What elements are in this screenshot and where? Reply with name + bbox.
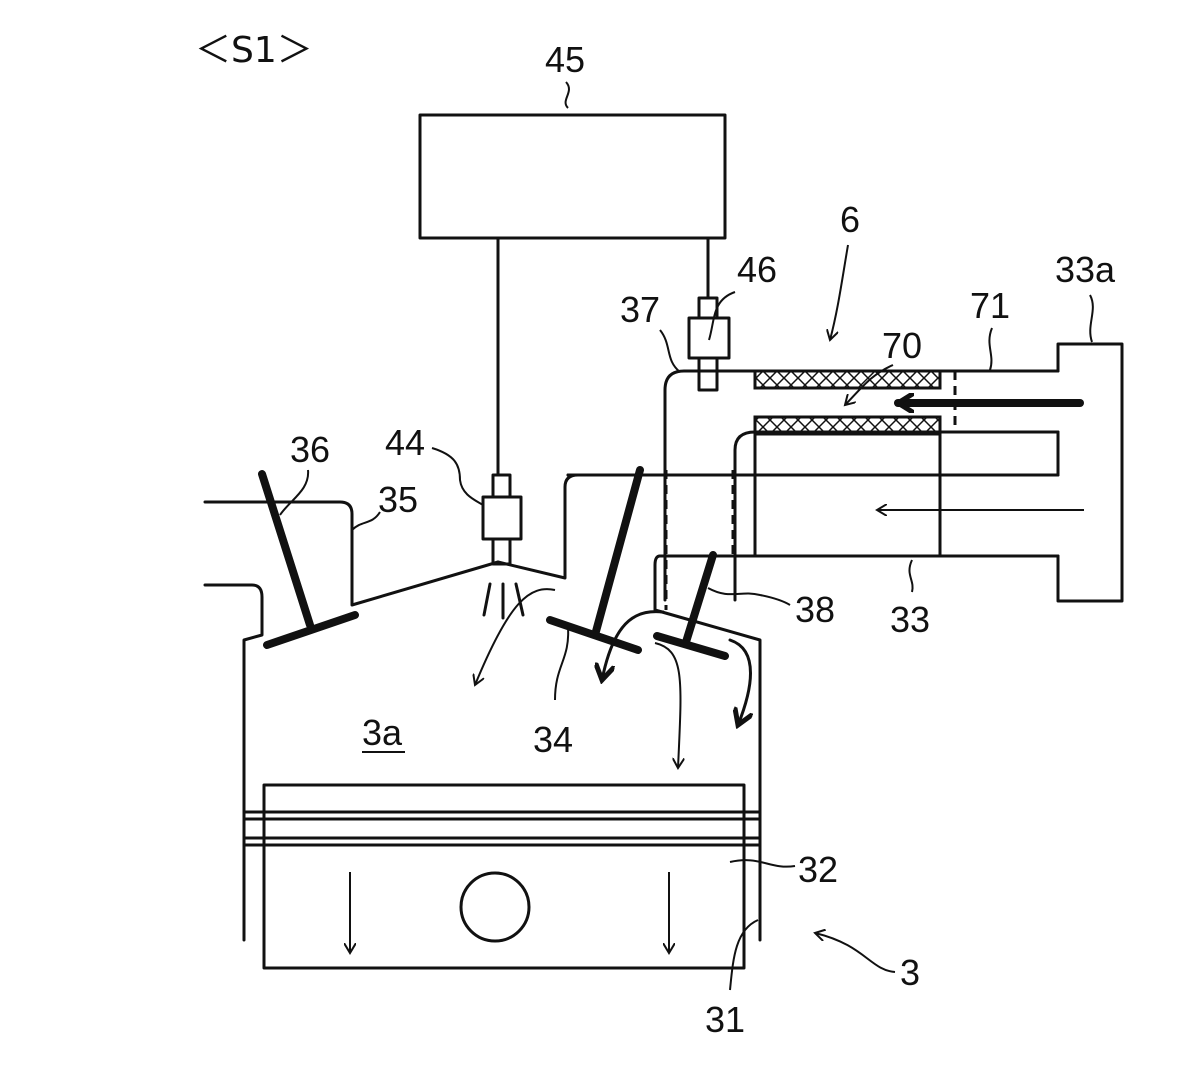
port-33-upper-wall: [733, 430, 1060, 602]
flow-arrow-intake: [602, 610, 665, 680]
secondary-valve-stem: [682, 551, 717, 646]
label-45: 45: [545, 39, 585, 80]
exhaust-port-35: [203, 500, 500, 607]
spray-3: [514, 582, 525, 617]
piston-pin: [459, 871, 531, 943]
label-3: 3: [900, 952, 920, 993]
exhaust-valve-stem: [258, 470, 314, 629]
leader-34: [554, 626, 570, 701]
flow-arrow-right: [728, 638, 751, 725]
flow-arrow-spray: [475, 588, 556, 685]
intake-valve-head: [546, 616, 642, 654]
label-44: 44: [385, 422, 425, 463]
leader-44: [431, 447, 484, 506]
injector-46-nozzle: [697, 356, 719, 392]
secondary-valve-head: [653, 632, 729, 660]
label-31: 31: [705, 999, 745, 1040]
pointer-3: [815, 933, 896, 973]
label-3a: 3a: [362, 712, 403, 753]
chamber-right-wall: [653, 554, 762, 942]
injector-44-body: [481, 495, 523, 541]
piston-32: [262, 783, 746, 970]
hatched-wall-upper: [753, 369, 942, 390]
leader-35: [351, 511, 381, 531]
label-71: 71: [970, 285, 1010, 326]
label-33a: 33a: [1055, 249, 1116, 290]
port-33-body: [753, 432, 942, 558]
leader-71: [988, 327, 993, 371]
label-33: 33: [890, 599, 930, 640]
label-38: 38: [795, 589, 835, 630]
flange-33a: [1056, 342, 1124, 603]
injector-44-top: [491, 473, 512, 499]
leader-38: [707, 587, 791, 606]
label-6: 6: [840, 199, 860, 240]
figure-title: ＜S1＞: [195, 30, 313, 71]
label-46: 46: [737, 249, 777, 290]
label-37: 37: [620, 289, 660, 330]
leader-46: [708, 291, 736, 341]
leader-33a: [1089, 294, 1094, 343]
controller-box: [418, 113, 727, 240]
intake-valve-stem: [591, 466, 644, 639]
leader-32: [729, 859, 796, 868]
piston-ring-2: [242, 836, 762, 847]
leader-33: [908, 559, 914, 593]
leader-31: [729, 919, 759, 991]
chamber-left-wall: [203, 583, 264, 942]
chamber-roof-right: [496, 473, 580, 580]
pointer-70: [845, 364, 894, 405]
pointer-6: [830, 244, 849, 340]
flow-arrow-secondary: [654, 642, 680, 768]
leader-36: [279, 469, 310, 516]
label-32: 32: [798, 849, 838, 890]
label-36: 36: [290, 429, 330, 470]
leader-37: [659, 329, 681, 373]
label-35: 35: [378, 479, 418, 520]
leader-45: [564, 81, 570, 109]
exhaust-valve-head: [263, 611, 359, 649]
label-34: 34: [533, 719, 573, 760]
piston-ring-1: [242, 810, 762, 821]
port-wall-37: [663, 369, 757, 602]
injector-44-nozzle: [491, 537, 512, 566]
label-70: 70: [882, 325, 922, 366]
spray-1: [482, 582, 492, 617]
